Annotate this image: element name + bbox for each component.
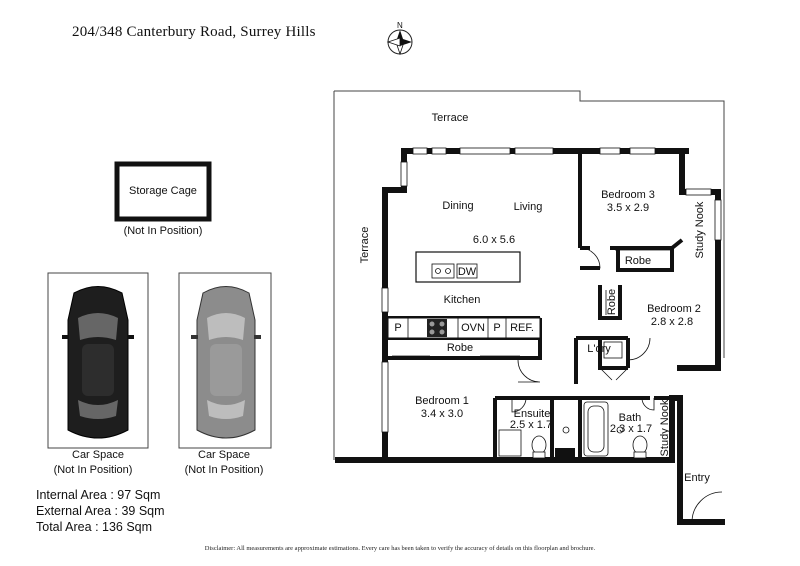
bedroom3-dims: 3.5 x 2.9 [607,202,649,214]
storage-cage-label: Storage Cage [129,185,197,197]
bedroom1-label: Bedroom 1 [415,395,469,407]
bedroom1-dims: 3.4 x 3.0 [421,408,463,420]
compass-icon [386,29,413,56]
ensuite-fixtures [498,426,570,459]
kitchen-label: Kitchen [444,294,481,306]
car-space-1-note: (Not In Position) [54,464,133,476]
kitchen-bench [387,317,541,339]
bath-label: Bath [619,412,642,424]
laundry-label: L'dry [587,343,611,355]
car-icon [191,286,261,439]
dining-label: Dining [442,200,473,212]
property-address: 204/348 Canterbury Road, Surrey Hills [72,24,316,40]
dishwasher-label: DW [458,266,477,278]
terrace-left-label: Terrace [359,227,371,264]
storage-cage [114,161,212,222]
car-space-1 [47,272,149,449]
car-space-1-label: Car Space [72,449,124,461]
pantry-label-1: P [394,322,401,334]
storage-cage-note: (Not In Position) [124,225,203,237]
robe-b3-label: Robe [625,255,651,267]
internal-area: Internal Area : 97 Sqm [36,488,161,502]
robe-b1-label: Robe [447,342,473,354]
bedroom2-dims: 2.8 x 2.8 [651,316,693,328]
total-area: Total Area : 136 Sqm [36,520,153,534]
compass-north-label: N [397,21,403,30]
bedroom2-label: Bedroom 2 [647,303,701,315]
living-dims: 6.0 x 5.6 [473,234,515,246]
bedroom3-label: Bedroom 3 [601,189,655,201]
area-summary: Internal Area : 97 Sqm External Area : 3… [36,487,165,535]
entry-label: Entry [684,472,710,484]
pantry-label-2: P [493,322,500,334]
bath-fixtures [583,401,648,459]
study-nook-bottom-label: Study Nook [659,399,671,456]
car-space-2 [178,272,272,449]
laundry-tub [603,341,623,359]
cooktop-icon [427,319,447,337]
ensuite-label: Ensuite [514,408,551,420]
fridge-label: REF. [510,322,534,334]
living-label: Living [514,201,543,213]
ensuite-step [555,448,575,460]
car-space-2-label: Car Space [198,449,250,461]
doors [511,247,723,523]
car-space-2-note: (Not In Position) [185,464,264,476]
oven-label: OVN [461,322,485,334]
windows [381,147,722,433]
ensuite-dims: 2.5 x 1.7 [510,419,552,431]
car-icon [62,286,134,439]
robe-sliders [392,249,670,357]
study-nook-top-label: Study Nook [694,201,706,258]
robe-b2-label: Robe [606,289,618,315]
sink-icon [431,263,455,279]
disclaimer: Disclaimer: All measurements are approxi… [204,545,596,552]
terrace-top-label: Terrace [432,112,469,124]
terrace-outline [334,90,725,358]
external-area: External Area : 39 Sqm [36,504,165,518]
bath-dims: 2.3 x 1.7 [610,423,652,435]
